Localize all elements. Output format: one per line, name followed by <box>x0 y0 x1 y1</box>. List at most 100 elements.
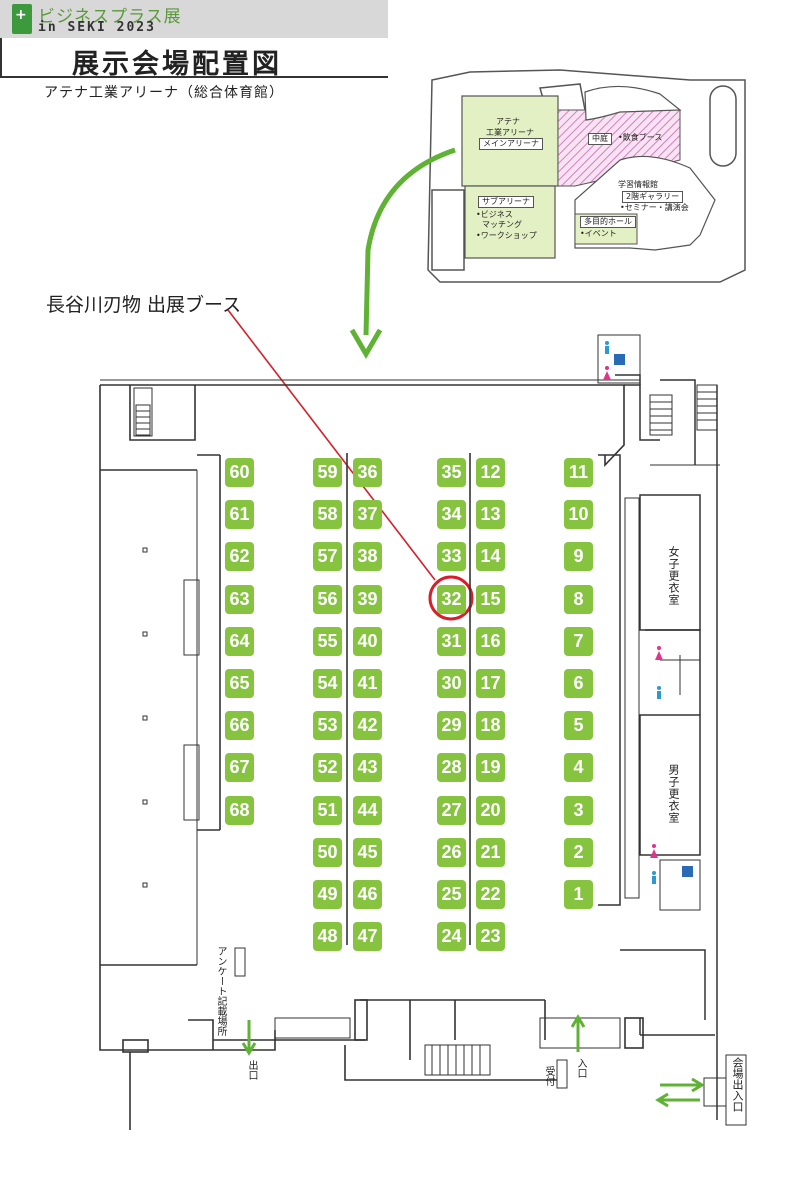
booth-51[interactable]: 51 <box>313 795 342 825</box>
booth-38[interactable]: 38 <box>353 542 382 572</box>
booth-30[interactable]: 30 <box>437 669 466 698</box>
right-wing-walls <box>597 334 727 1120</box>
booth-39[interactable]: 39 <box>353 584 382 614</box>
direction-arrow-icon <box>363 147 456 336</box>
booth-22[interactable]: 22 <box>476 880 505 909</box>
booth-31[interactable]: 31 <box>437 626 466 656</box>
booth-60[interactable]: 60 <box>225 458 254 487</box>
booth-59[interactable]: 59 <box>313 458 342 487</box>
booth-18[interactable]: 18 <box>476 711 505 741</box>
booth-58[interactable]: 58 <box>313 500 342 530</box>
entrance-arrows <box>241 1014 705 1108</box>
sub-arena-item-2: マッチング <box>482 220 522 229</box>
highlight-circle <box>428 575 474 621</box>
booth-47[interactable]: 47 <box>353 922 382 952</box>
booth-9[interactable]: 9 <box>564 542 593 572</box>
booth-1[interactable]: 1 <box>564 880 593 909</box>
booth-3[interactable]: 3 <box>564 795 593 825</box>
restroom-male-icon <box>605 346 609 354</box>
booth-53[interactable]: 53 <box>313 711 342 741</box>
booth-7[interactable]: 7 <box>564 626 593 656</box>
booth-49[interactable]: 49 <box>313 880 342 909</box>
booth-46[interactable]: 46 <box>353 880 382 909</box>
booth-67[interactable]: 67 <box>225 753 254 783</box>
restroom-icons <box>603 341 693 884</box>
booth-56[interactable]: 56 <box>313 584 342 614</box>
booth-62[interactable]: 62 <box>225 542 254 572</box>
booth-43[interactable]: 43 <box>353 753 382 783</box>
booth-12[interactable]: 12 <box>476 458 505 487</box>
booth-6[interactable]: 6 <box>564 669 593 698</box>
booth-33[interactable]: 33 <box>437 542 466 572</box>
booth-52[interactable]: 52 <box>313 753 342 783</box>
title-frame <box>0 38 388 78</box>
multi-hall-item: •イベント <box>580 229 617 238</box>
venue-entrance-label: 会場出入口 <box>731 1057 744 1112</box>
booth-48[interactable]: 48 <box>313 922 342 952</box>
booth-15[interactable]: 15 <box>476 584 505 614</box>
gallery-item: •セミナー・講演会 <box>620 203 689 212</box>
booth-26[interactable]: 26 <box>437 837 466 867</box>
survey-area-label: アンケート記載場所 <box>215 946 226 1036</box>
learning-center-label: 学習情報館 <box>618 180 658 189</box>
booth-54[interactable]: 54 <box>313 669 342 698</box>
highlight-booth-label: 長谷川刃物 出展ブース <box>46 294 242 316</box>
booth-19[interactable]: 19 <box>476 753 505 783</box>
sub-arena-item-1: •ビジネス <box>476 210 513 219</box>
booth-17[interactable]: 17 <box>476 669 505 698</box>
booth-40[interactable]: 40 <box>353 626 382 656</box>
booth-34[interactable]: 34 <box>437 500 466 530</box>
booth-36[interactable]: 36 <box>353 458 382 487</box>
booth-21[interactable]: 21 <box>476 837 505 867</box>
survey-desk <box>234 947 246 977</box>
stairs <box>135 384 718 1076</box>
booth-35[interactable]: 35 <box>437 458 466 487</box>
booth-37[interactable]: 37 <box>353 500 382 530</box>
booth-61[interactable]: 61 <box>225 500 254 530</box>
booth-55[interactable]: 55 <box>313 626 342 656</box>
booth-20[interactable]: 20 <box>476 795 505 825</box>
courtyard-tag: 中庭 <box>588 133 612 145</box>
hall-walls <box>99 379 644 1130</box>
multi-hall-tag: 多目的ホール <box>580 216 636 228</box>
restroom-female-icon <box>603 371 611 380</box>
accessible-icon <box>614 354 625 365</box>
booth-11[interactable]: 11 <box>564 458 593 487</box>
booth-42[interactable]: 42 <box>353 711 382 741</box>
brand-logo-icon <box>12 4 32 34</box>
booth-27[interactable]: 27 <box>437 795 466 825</box>
booth-57[interactable]: 57 <box>313 542 342 572</box>
booth-8[interactable]: 8 <box>564 584 593 614</box>
venue-entrance-box <box>725 1054 747 1126</box>
booth-13[interactable]: 13 <box>476 500 505 530</box>
booth-41[interactable]: 41 <box>353 669 382 698</box>
sub-arena-tag: サブアリーナ <box>478 196 534 208</box>
booth-29[interactable]: 29 <box>437 711 466 741</box>
header-band <box>0 0 388 38</box>
venue-name: アテナ工業アリーナ（総合体育館） <box>44 85 284 101</box>
booth-10[interactable]: 10 <box>564 500 593 530</box>
booth-64[interactable]: 64 <box>225 626 254 656</box>
booth-23[interactable]: 23 <box>476 922 505 952</box>
booth-16[interactable]: 16 <box>476 626 505 656</box>
booth-44[interactable]: 44 <box>353 795 382 825</box>
booth-2[interactable]: 2 <box>564 837 593 867</box>
booth-32[interactable]: 32 <box>437 584 466 614</box>
mens-changing-room: 男子更衣室 <box>667 764 680 824</box>
page-title: 展示会場配置図 <box>72 49 282 80</box>
booth-4[interactable]: 4 <box>564 753 593 783</box>
booth-24[interactable]: 24 <box>437 922 466 952</box>
booth-28[interactable]: 28 <box>437 753 466 783</box>
booth-66[interactable]: 66 <box>225 711 254 741</box>
booth-45[interactable]: 45 <box>353 837 382 867</box>
booth-50[interactable]: 50 <box>313 837 342 867</box>
highlight-pointer <box>227 309 436 581</box>
booth-63[interactable]: 63 <box>225 584 254 614</box>
booth-5[interactable]: 5 <box>564 711 593 741</box>
booth-14[interactable]: 14 <box>476 542 505 572</box>
booth-65[interactable]: 65 <box>225 669 254 698</box>
main-arena-label-2: 工業アリーナ <box>486 128 534 137</box>
booth-68[interactable]: 68 <box>225 795 254 825</box>
booth-25[interactable]: 25 <box>437 880 466 909</box>
